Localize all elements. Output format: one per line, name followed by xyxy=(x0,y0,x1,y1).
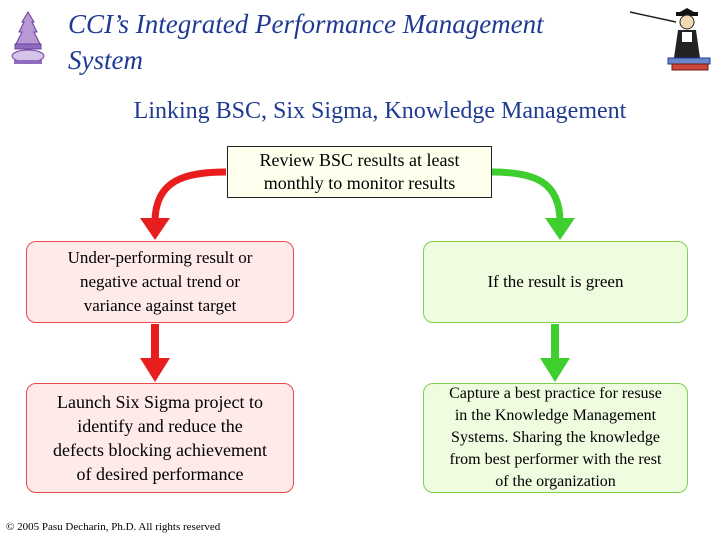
review-bsc-line-2: monthly to monitor results xyxy=(260,172,460,195)
review-bsc-box: Review BSC results at least monthly to m… xyxy=(227,146,492,198)
red-curved-arrowhead xyxy=(140,218,170,240)
red-down-arrow-shaft xyxy=(151,324,159,360)
six-sigma-box: Launch Six Sigma project to identify and… xyxy=(26,383,294,493)
red-curved-arrow xyxy=(155,172,226,222)
underperforming-line-3: variance against target xyxy=(68,294,253,318)
result-green-box: If the result is green xyxy=(423,241,688,323)
best-practice-line-4: from best performer with the rest xyxy=(449,449,662,471)
result-green-text: If the result is green xyxy=(488,270,624,294)
copyright-footer: © 2005 Pasu Decharin, Ph.D. All rights r… xyxy=(6,520,220,534)
green-curved-arrow xyxy=(492,172,560,222)
underperforming-line-1: Under-performing result or xyxy=(68,246,253,270)
best-practice-line-1: Capture a best practice for resuse xyxy=(449,383,662,405)
red-down-arrowhead xyxy=(140,358,170,382)
best-practice-line-2: in the Knowledge Management xyxy=(449,405,662,427)
green-down-arrow-shaft xyxy=(551,324,559,360)
green-down-arrowhead xyxy=(540,358,570,382)
best-practice-box: Capture a best practice for resuse in th… xyxy=(423,383,688,493)
green-curved-arrowhead xyxy=(545,218,575,240)
underperforming-line-2: negative actual trend or xyxy=(68,270,253,294)
six-sigma-line-1: Launch Six Sigma project to xyxy=(53,390,267,414)
underperforming-box: Under-performing result or negative actu… xyxy=(26,241,294,323)
best-practice-line-3: Systems. Sharing the knowledge xyxy=(449,427,662,449)
review-bsc-line-1: Review BSC results at least xyxy=(260,149,460,172)
six-sigma-line-2: identify and reduce the xyxy=(53,414,267,438)
six-sigma-line-4: of desired performance xyxy=(53,462,267,486)
six-sigma-line-3: defects blocking achievement xyxy=(53,438,267,462)
best-practice-line-5: of the organization xyxy=(449,471,662,493)
